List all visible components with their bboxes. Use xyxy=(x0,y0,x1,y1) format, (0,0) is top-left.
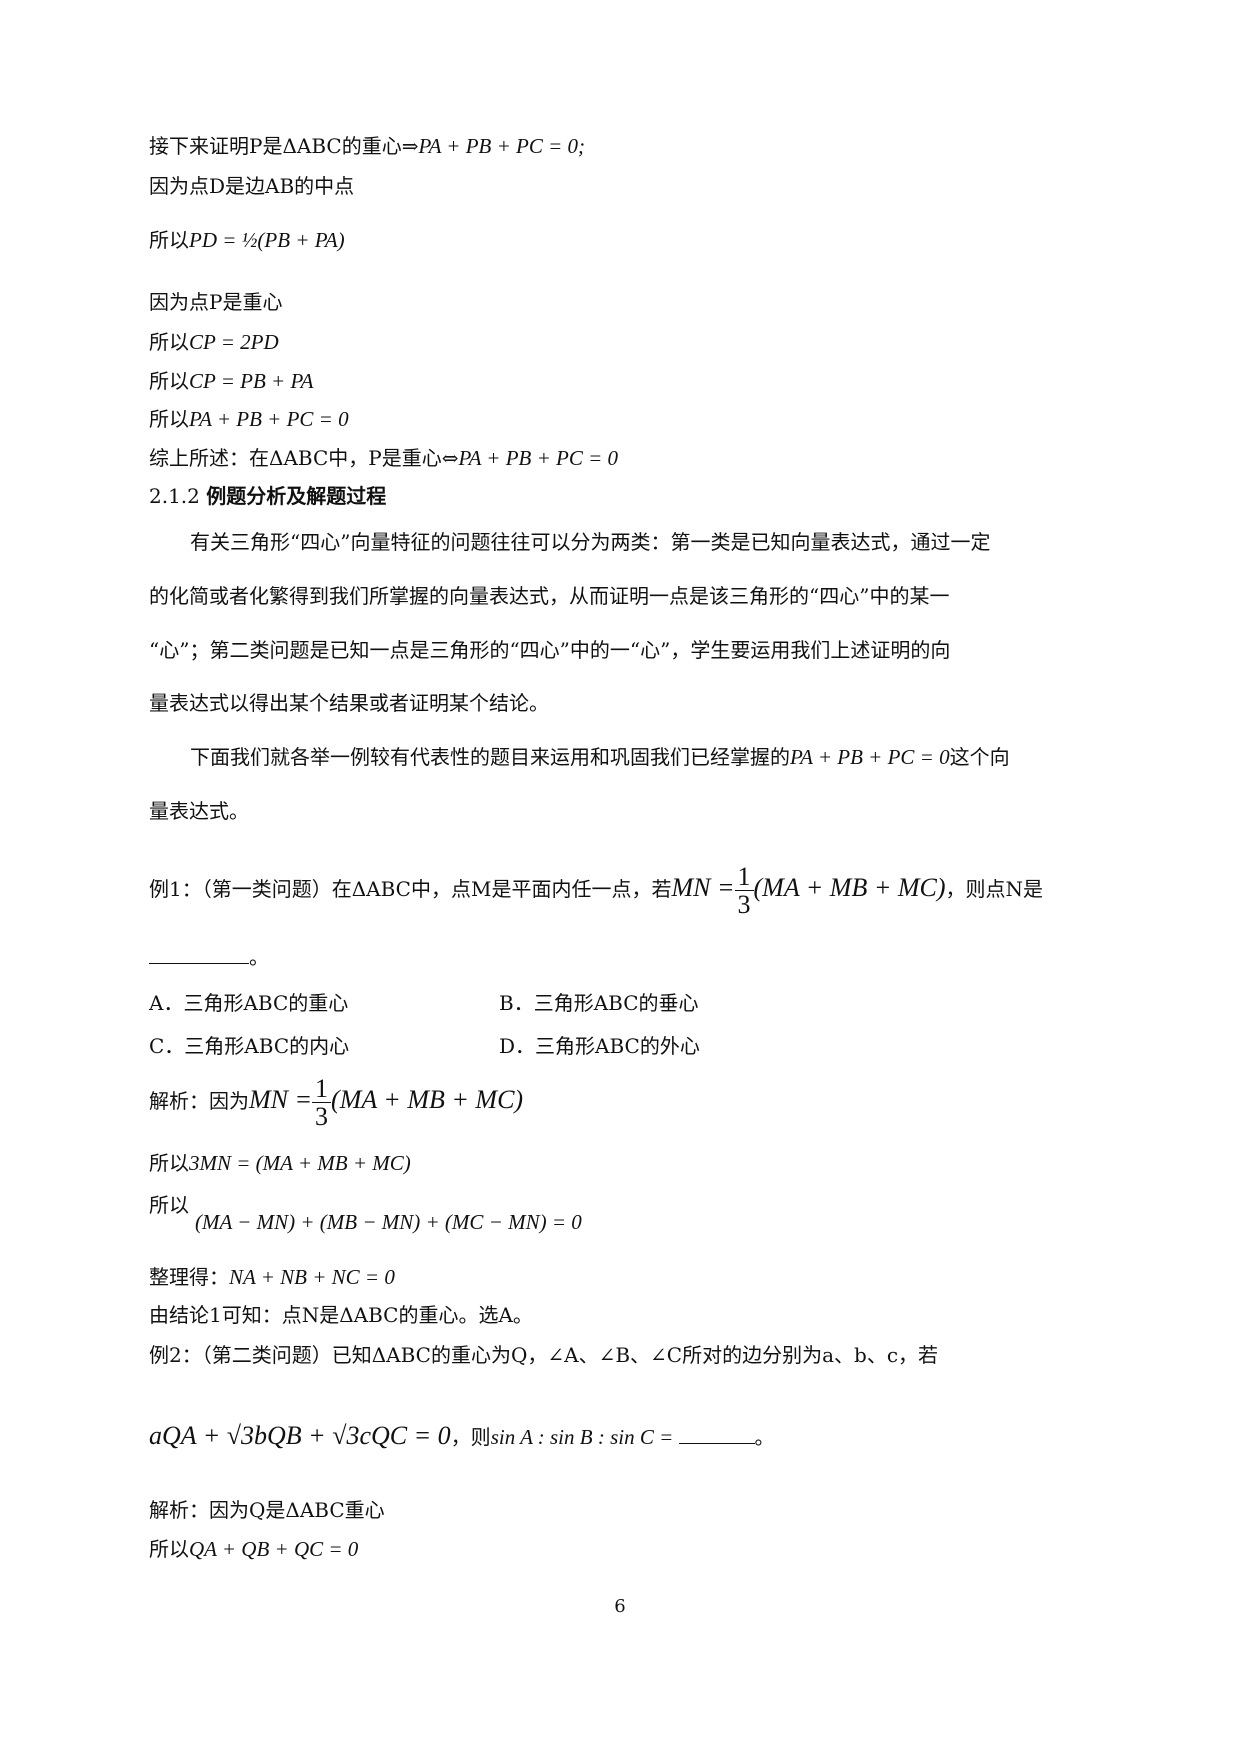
example1-solution-line4: 整理得：NA + NB + NC = 0 xyxy=(149,1262,395,1292)
vector-equation: PA + PB + PC = 0 xyxy=(790,745,950,769)
vector-equation: PA + PB + PC = 0; xyxy=(418,134,586,158)
vector-equation: PD = ½(PB + PA) xyxy=(189,228,345,252)
line-text: 整理得： xyxy=(149,1265,229,1289)
equation-right: (MA + MB + MC) xyxy=(753,873,946,902)
line-text: ，则 xyxy=(450,1425,491,1449)
vector-equation: aQA + √3bQB + √3cQC = 0 xyxy=(149,1421,451,1450)
line-cp-2pd: 所以CP = 2PD xyxy=(149,327,279,357)
example2-solution-line1: 解析：因为Q是ΔABC重心 xyxy=(149,1498,385,1522)
ratio-expression: sin A : sin B : sin C = xyxy=(490,1425,679,1449)
vector-equation: (MA − MN) + (MB − MN) + (MC − MN) = 0 xyxy=(195,1210,582,1234)
section-number: 2.1.2 xyxy=(149,484,200,508)
option-d: D．三角形ABC的外心 xyxy=(499,1034,700,1058)
line-text: 接下来证明P是ΔABC的重心⇒ xyxy=(149,134,419,158)
answer-blank[interactable] xyxy=(149,945,249,964)
line-sum-zero: 所以PA + PB + PC = 0 xyxy=(149,404,349,434)
equation-right: (MA + MB + MC) xyxy=(331,1085,524,1114)
line-cp-sum: 所以CP = PB + PA xyxy=(149,366,313,396)
option-b: B．三角形ABC的垂心 xyxy=(499,991,699,1015)
line-text: 因为点D是边AB的中点 xyxy=(149,174,355,198)
vector-equation: PA + PB + PC = 0 xyxy=(189,407,349,431)
equation-left: MN = xyxy=(249,1085,313,1114)
example2-question-line2: aQA + √3bQB + √3cQC = 0，则sin A : sin B :… xyxy=(149,1414,775,1459)
line-text: 因为点P是重心 xyxy=(149,290,283,314)
line-text: 这个向 xyxy=(949,745,1010,769)
line-text: 所以 xyxy=(149,407,189,431)
answer-blank[interactable] xyxy=(678,1433,755,1444)
line-text: ，则点N是 xyxy=(945,877,1044,901)
fraction-numerator: 1 xyxy=(312,1074,332,1103)
line-text: 所以 xyxy=(149,369,189,393)
paragraph-line: 的化简或者化繁得到我们所掌握的向量表达式，从而证明一点是该三角形的“四心”中的某… xyxy=(149,584,950,608)
line-text: 所以 xyxy=(149,1537,189,1561)
line-text: 所以 xyxy=(149,1151,189,1175)
section-title: 例题分析及解题过程 xyxy=(206,484,387,508)
line-text: 例1：（第一类问题）在ΔABC中，点M是平面内任一点，若 xyxy=(149,877,672,901)
paragraph-line: 量表达式。 xyxy=(149,799,249,823)
line-text: 。 xyxy=(754,1425,775,1449)
line-text: 综上所述：在ΔABC中，P是重心⇔ xyxy=(149,446,459,470)
line-p-centroid: 因为点P是重心 xyxy=(149,287,282,317)
paragraph-line: 量表达式以得出某个结果或者证明某个结论。 xyxy=(149,691,549,715)
equation-left: MN = xyxy=(671,873,735,902)
section-heading: 2.1.2 例题分析及解题过程 xyxy=(149,481,386,511)
line-text: 。 xyxy=(249,945,269,969)
answer-blank-line: 。 xyxy=(149,942,269,972)
fraction-numerator: 1 xyxy=(734,862,754,891)
vector-equation: 3MN = (MA + MB + MC) xyxy=(189,1151,411,1175)
line-text: 所以 xyxy=(149,330,189,354)
page-number: 6 xyxy=(614,1596,626,1617)
vector-equation: NA + NB + NC = 0 xyxy=(229,1265,395,1289)
option-a: A．三角形ABC的重心 xyxy=(149,991,349,1015)
line-text: 所以 xyxy=(149,228,189,252)
example1-solution-line5: 由结论1可知：点N是ΔABC的重心。选A。 xyxy=(149,1303,533,1327)
example2-question-line1: 例2：（第二类问题）已知ΔABC的重心为Q，∠A、∠B、∠C所对的边分别为a、b… xyxy=(149,1343,939,1367)
vector-equation: QA + QB + QC = 0 xyxy=(189,1537,359,1561)
vector-equation: CP = 2PD xyxy=(189,330,279,354)
line-midpoint: 因为点D是边AB的中点 xyxy=(149,171,354,201)
line-proof-intro: 接下来证明P是ΔABC的重心⇒PA + PB + PC = 0; xyxy=(149,131,585,161)
option-c: C．三角形ABC的内心 xyxy=(149,1034,350,1058)
line-text: 下面我们就各举一例较有代表性的题目来运用和巩固我们已经掌握的 xyxy=(190,745,790,769)
fraction-denominator: 3 xyxy=(737,890,751,919)
line-pd-half: 所以PD = ½(PB + PA) xyxy=(149,225,345,255)
vector-equation: CP = PB + PA xyxy=(189,369,314,393)
fraction-denominator: 3 xyxy=(315,1102,329,1131)
vector-equation: PA + PB + PC = 0 xyxy=(458,446,619,470)
paragraph-line: 下面我们就各举一例较有代表性的题目来运用和巩固我们已经掌握的PA + PB + … xyxy=(190,742,1010,772)
line-text: 解析：因为 xyxy=(149,1089,249,1113)
example1-solution-line3-label: 所以 xyxy=(149,1193,189,1217)
example2-solution-line2: 所以QA + QB + QC = 0 xyxy=(149,1534,358,1564)
example1-solution-line3-math: (MA − MN) + (MB − MN) + (MC − MN) = 0 xyxy=(195,1207,582,1237)
line-conclusion: 综上所述：在ΔABC中，P是重心⇔PA + PB + PC = 0 xyxy=(149,443,618,473)
paragraph-line: “心”；第二类问题是已知一点是三角形的“四心”中的一“心”，学生要运用我们上述证… xyxy=(149,638,951,662)
example1-solution-line2: 所以3MN = (MA + MB + MC) xyxy=(149,1148,411,1178)
paragraph-line: 有关三角形“四心”向量特征的问题往往可以分为两类：第一类是已知向量表达式，通过一… xyxy=(190,530,991,554)
